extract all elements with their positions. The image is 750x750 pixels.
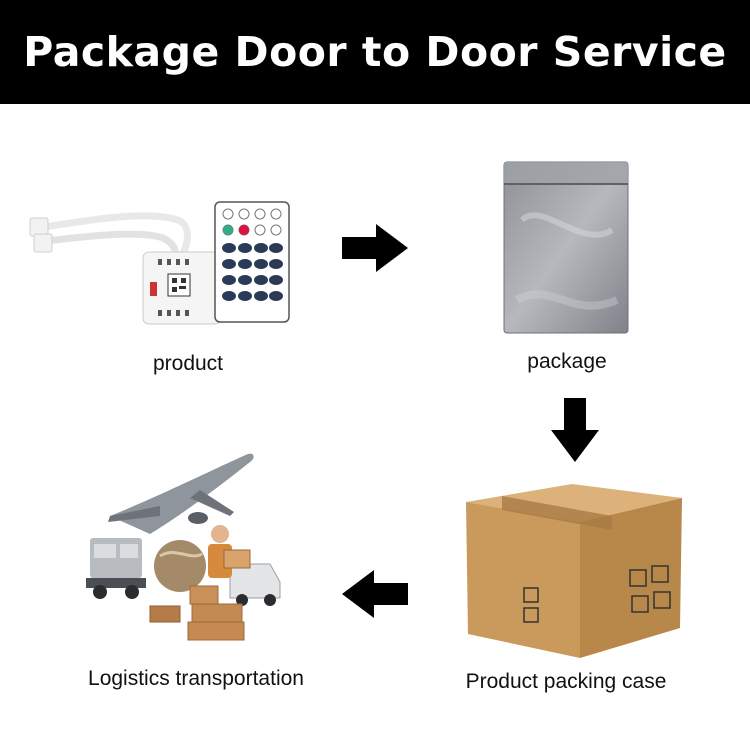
step-label-product: product: [128, 352, 248, 376]
step-label-packing-case: Product packing case: [446, 670, 686, 694]
arrow-right-icon: [340, 222, 410, 274]
step-label-package: package: [507, 350, 627, 374]
logistics-image: [80, 446, 290, 642]
package-image: [502, 160, 630, 335]
title-banner: Package Door to Door Service: [0, 0, 750, 104]
page-title: Package Door to Door Service: [23, 28, 727, 76]
arrow-down-icon: [549, 396, 601, 464]
product-image: [28, 190, 298, 330]
arrow-left-icon: [340, 568, 410, 620]
packing-case-image: [462, 478, 687, 660]
step-label-logistics: Logistics transportation: [56, 667, 336, 691]
